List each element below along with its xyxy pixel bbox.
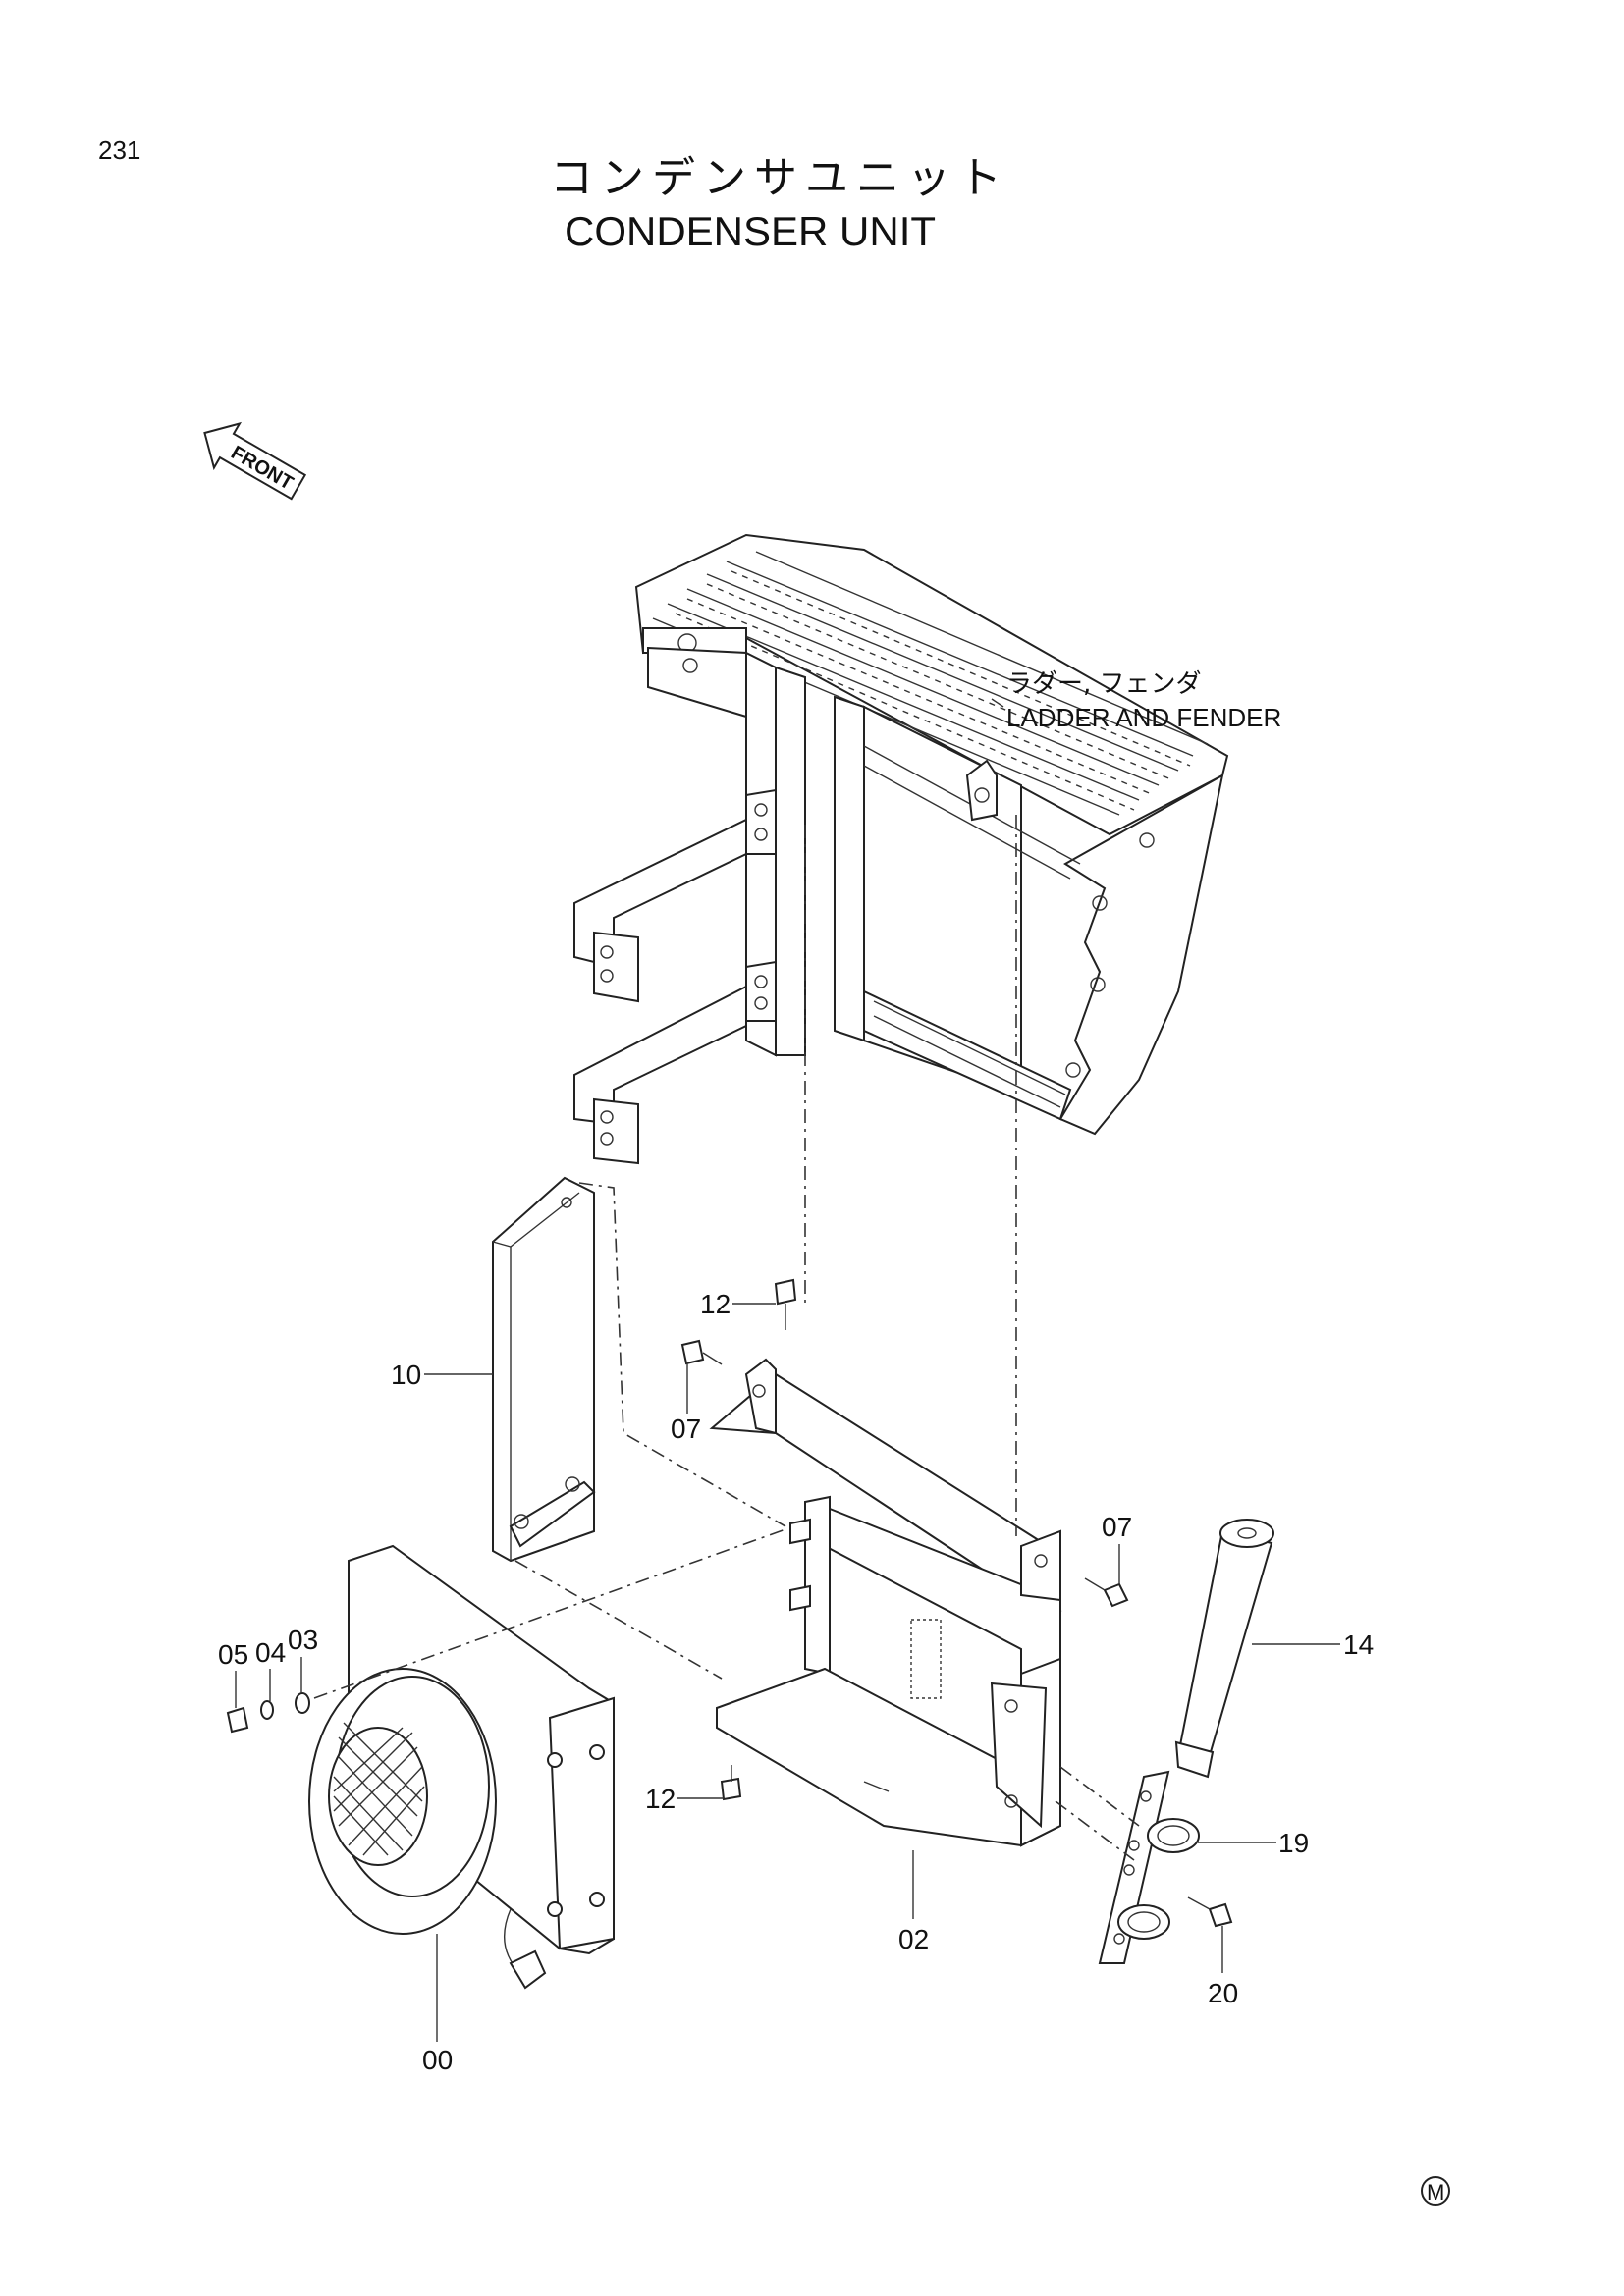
title-japanese: コンデンサユニット [550, 153, 1009, 203]
bolt-part-12-upper [774, 1278, 797, 1330]
ladder-label-japanese: ラダー, フェンダ [1006, 669, 1202, 699]
bolt-part-12-lower [720, 1765, 742, 1801]
callout-10: 10 [391, 1360, 421, 1390]
callout-03: 03 [288, 1625, 318, 1655]
ladder-and-fender-assembly [573, 533, 1229, 1165]
callout-20: 20 [1208, 1978, 1238, 2008]
front-arrow-icon: FRONT [203, 421, 307, 501]
bolt-part-07-right [1084, 1577, 1129, 1608]
callout-12-upper: 12 [700, 1289, 731, 1319]
condenser-part-00 [308, 1544, 615, 1990]
page-number: 231 [98, 135, 140, 165]
title-english: CONDENSER UNIT [565, 208, 936, 254]
corner-mark: M [1427, 2180, 1444, 2205]
bolt-part-07-upper [680, 1339, 723, 1365]
ladder-label-english: LADDER AND FENDER [1006, 703, 1281, 732]
callout-07-right: 07 [1102, 1512, 1132, 1542]
callout-12-lower: 12 [645, 1784, 676, 1814]
bracket-part-02 [709, 1358, 1062, 1847]
assembly-guide-lines [313, 815, 1140, 1861]
bolt-part-20 [1187, 1896, 1233, 1928]
callout-00: 00 [422, 2045, 453, 2075]
circled-m-icon: M [1421, 2176, 1450, 2206]
clamp-part-19 [1098, 1770, 1200, 1964]
cylinder-part-14 [1174, 1519, 1274, 1779]
nut-part-05 [226, 1706, 249, 1734]
callout-02: 02 [898, 1924, 929, 1954]
callout-04: 04 [255, 1637, 286, 1668]
callout-14: 14 [1343, 1629, 1374, 1660]
leader-lines [235, 1303, 1340, 2042]
panel-part-10 [492, 1176, 596, 1563]
washer-part-04 [260, 1700, 274, 1720]
callout-07-upper: 07 [671, 1414, 701, 1444]
washer-part-03 [295, 1692, 310, 1714]
callout-19: 19 [1278, 1828, 1309, 1858]
callout-05: 05 [218, 1639, 248, 1670]
